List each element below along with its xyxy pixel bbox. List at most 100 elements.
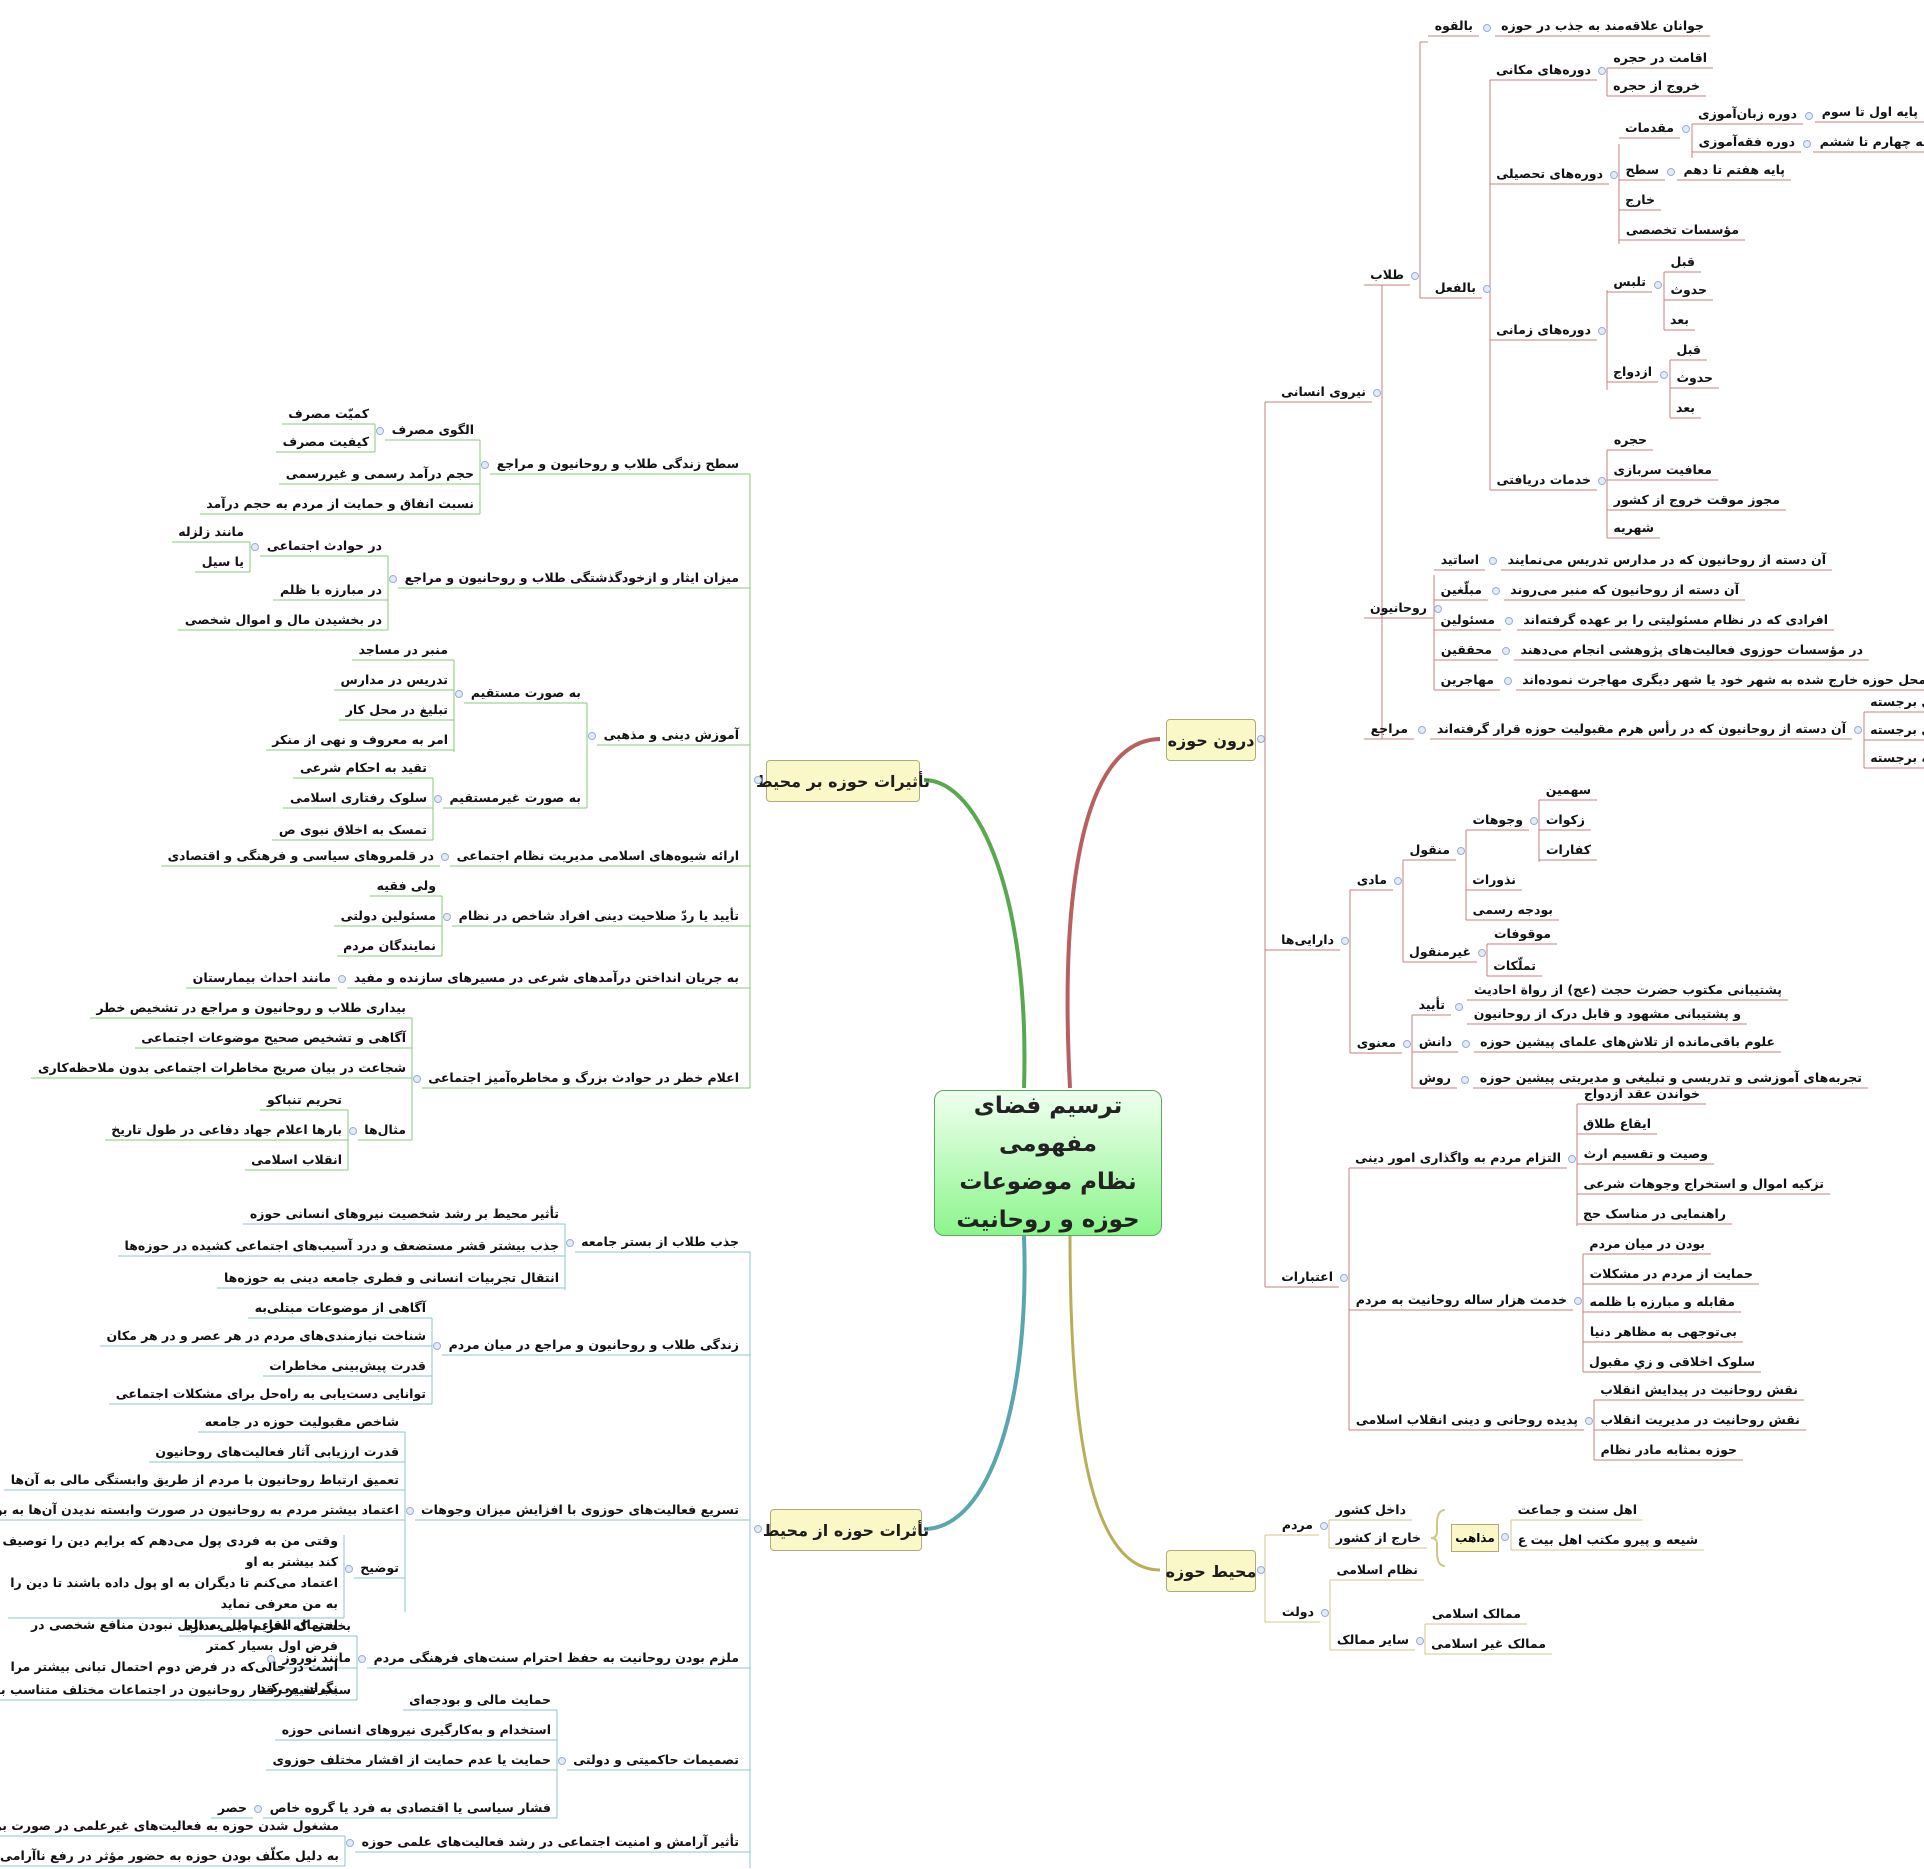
node-effect-from-shakhes[interactable]: شاخص مقبولیت حوزه در جامعه: [204, 1414, 399, 1429]
node-inner-manavi[interactable]: معنوی: [1356, 1035, 1396, 1050]
collapse-toggle-icon[interactable]: [455, 690, 463, 698]
node-inner-manpower[interactable]: نیروی انسانی: [1281, 384, 1366, 399]
collapse-toggle-icon[interactable]: [1462, 1040, 1470, 1048]
node-inner-qabl[interactable]: قبل: [1670, 254, 1695, 269]
collapse-toggle-icon[interactable]: [1257, 735, 1265, 743]
node-effect-on-mobareze[interactable]: در مبارزه با ظلم: [279, 582, 382, 597]
node-effect-from-agahi[interactable]: آگاهی از موضوعات مبتلی‌به: [254, 1300, 426, 1315]
collapse-toggle-icon[interactable]: [267, 1655, 275, 1663]
node-effect-on-amr[interactable]: امر به معروف و نهی از منکر: [272, 732, 448, 747]
collapse-toggle-icon[interactable]: [481, 461, 489, 469]
node-inner-naqsh1[interactable]: نقش روحانیت در پیدایش انقلاب: [1600, 1382, 1798, 1397]
node-inner-zakavat[interactable]: زکوات: [1545, 812, 1585, 827]
collapse-toggle-icon[interactable]: [1682, 125, 1690, 133]
collapse-toggle-icon[interactable]: [254, 1805, 262, 1813]
node-effect-from-tasmimat[interactable]: تصمیمات حاکمیتی و دولتی: [573, 1752, 739, 1767]
node-inner-muballighin-d[interactable]: آن دسته از روحانیون که منبر می‌روند: [1510, 582, 1739, 597]
collapse-toggle-icon[interactable]: [1411, 272, 1419, 280]
node-inner-tamallukat[interactable]: تملّکات: [1493, 958, 1536, 973]
node-inner-zaban[interactable]: دوره زبان‌آموزی: [1698, 106, 1797, 121]
node-env-ghair[interactable]: ممالک غیر اسلامی: [1431, 1636, 1546, 1651]
node-inner-taeed1[interactable]: پشتیبانی مکتوب حضرت حجت (عج) از رواة احا…: [1473, 982, 1782, 997]
collapse-toggle-icon[interactable]: [1478, 949, 1486, 957]
node-env-islami[interactable]: ممالک اسلامی: [1431, 1606, 1521, 1621]
node-inner-hujra-stay[interactable]: اقامت در حجره: [1613, 50, 1707, 65]
node-inner-padide[interactable]: پدیده روحانی و دینی انقلاب اسلامی: [1355, 1412, 1578, 1427]
node-inner-makani[interactable]: دوره‌های مکانی: [1496, 62, 1591, 77]
collapse-toggle-icon[interactable]: [1574, 1297, 1582, 1305]
node-inner-talabbos[interactable]: تلبس: [1613, 274, 1646, 289]
node-effect-on-elam[interactable]: اعلام خطر در حوادث بزرگ و مخاطره‌آمیز اج…: [428, 1070, 739, 1085]
node-env-mardom[interactable]: مردم: [1281, 1517, 1313, 1532]
node-inner-shahriye[interactable]: شهریه: [1613, 520, 1654, 535]
node-effect-on-tabligh[interactable]: تبلیغ در محل کار: [345, 702, 448, 717]
node-effect-from-zendegi[interactable]: زندگی طلاب و روحانیون و مراجع در میان مر…: [448, 1337, 739, 1352]
node-inner-ruhaniyun[interactable]: روحانیون: [1370, 600, 1427, 615]
collapse-toggle-icon[interactable]: [1598, 67, 1606, 75]
node-env-dowlat[interactable]: دولت: [1281, 1604, 1314, 1619]
node-inner-masulin[interactable]: مسئولین: [1440, 612, 1495, 627]
node-effect-on-bidari[interactable]: بیداری طلاب و روحانیون و مراجع در تشخیص …: [96, 1000, 406, 1015]
node-effect-on-seil[interactable]: یا سیل: [201, 554, 244, 569]
node-effect-from-nowruz[interactable]: مانند نوروز: [282, 1650, 352, 1665]
node-inner-khadamat[interactable]: خدمات دریافتی: [1496, 472, 1591, 487]
collapse-toggle-icon[interactable]: [1257, 1566, 1265, 1574]
collapse-toggle-icon[interactable]: [588, 732, 596, 740]
node-inner-asatid-d[interactable]: آن دسته از روحانیون که در مدارس تدریس می…: [1507, 552, 1826, 567]
node-inner-ravesh-d[interactable]: تجربه‌های آموزشی و تدریسی و تبلیغی و مدی…: [1479, 1070, 1862, 1085]
node-effect-on-jarayan[interactable]: به جریان انداختن درآمدهای شرعی در مسیرها…: [353, 970, 739, 985]
node-effect-on-taeed[interactable]: تأیید یا ردّ صلاحیت دینی افراد شاخص در ن…: [458, 908, 739, 923]
node-effect-on-keyfiyat[interactable]: کیفیت مصرف: [282, 434, 369, 449]
node-inner-naqsh2[interactable]: نقش روحانیت در مدیریت انقلاب: [1600, 1412, 1800, 1427]
node-effect-from-tamiq[interactable]: تعمیق ارتباط روحانیون با مردم از طریق وا…: [10, 1472, 399, 1487]
node-inner-maddi[interactable]: مادی: [1356, 872, 1387, 887]
collapse-toggle-icon[interactable]: [1660, 371, 1668, 379]
node-effect-on-havades[interactable]: در حوادث اجتماعی: [266, 538, 382, 553]
node-effect-on-vali[interactable]: ولی فقیه: [376, 878, 436, 893]
collapse-toggle-icon[interactable]: [1505, 617, 1513, 625]
node-effect-from-qodrat[interactable]: قدرت پیش‌بینی مخاطرات: [269, 1358, 426, 1373]
collapse-toggle-icon[interactable]: [1457, 847, 1465, 855]
branch-effects-on-environment[interactable]: تأثیرات حوزه بر محیط: [756, 760, 930, 802]
node-effect-from-tasir[interactable]: تأثیر محیط بر رشد شخصیت نیروهای انسانی ح…: [249, 1206, 559, 1221]
collapse-toggle-icon[interactable]: [1418, 726, 1426, 734]
node-inner-youth[interactable]: جوانان علاقه‌مند به جذب در حوزه: [1501, 18, 1704, 33]
node-inner-suluk[interactable]: سلوک اخلاقی و زیِ مقبول: [1589, 1354, 1755, 1369]
node-inner-kharij[interactable]: خارج: [1625, 192, 1655, 207]
collapse-toggle-icon[interactable]: [1340, 1274, 1348, 1282]
node-inner-paye710[interactable]: پایه هفتم تا دهم: [1683, 162, 1785, 177]
node-env-kharij[interactable]: خارج از کشور: [1335, 1530, 1421, 1545]
node-inner-khedmat[interactable]: خدمت هزار ساله روحانیت به مردم: [1355, 1292, 1567, 1307]
collapse-toggle-icon[interactable]: [1504, 677, 1512, 685]
node-inner-paye13[interactable]: پایه اول تا سوم: [1821, 104, 1918, 119]
node-inner-hujra-exit[interactable]: خروج از حجره: [1613, 78, 1700, 93]
collapse-toggle-icon[interactable]: [349, 1127, 357, 1135]
node-effect-from-adam[interactable]: حمایت یا عدم حمایت از اقشار مختلف حوزوی: [272, 1752, 551, 1767]
node-effect-from-sabab[interactable]: سبب تغییر رفتار روحانیون در اجتماعات مخت…: [0, 1682, 351, 1697]
collapse-toggle-icon[interactable]: [1530, 817, 1538, 825]
node-effect-on-mustaqim[interactable]: به صورت مستقیم: [470, 685, 581, 700]
node-env-sayer[interactable]: سایر ممالک: [1336, 1632, 1409, 1647]
branch-effects-from-environment[interactable]: تأثرات حوزه از محیط: [763, 1509, 929, 1551]
node-inner-iltizam[interactable]: التزام مردم به واگذاری امور دینی: [1355, 1150, 1561, 1165]
node-inner-muhaqqiqin-d[interactable]: در مؤسسات حوزوی فعالیت‌های پژوهشی انجام …: [1520, 642, 1863, 657]
branch-hawza-environment[interactable]: محیط حوزه: [1166, 1550, 1256, 1592]
node-inner-assets[interactable]: دارایی‌ها: [1281, 932, 1334, 947]
node-effect-from-hasr[interactable]: حصر: [217, 1800, 247, 1815]
node-inner-naqsh3[interactable]: حوزه بمثابه مادر نظام: [1600, 1442, 1737, 1457]
collapse-toggle-icon[interactable]: [389, 575, 397, 583]
collapse-toggle-icon[interactable]: [1803, 140, 1811, 148]
collapse-toggle-icon[interactable]: [1598, 477, 1606, 485]
node-effect-on-tadris[interactable]: تدریس در مدارس: [340, 672, 448, 687]
node-effect-from-arzyabi[interactable]: قدرت ارزیابی آثار فعالیت‌های روحانیون: [155, 1444, 399, 1459]
node-effect-on-hajm[interactable]: حجم درآمد رسمی و غیررسمی: [285, 466, 474, 481]
node-effect-on-olgu[interactable]: الگوی مصرف: [391, 422, 474, 437]
node-inner-muhajirin[interactable]: مهاجرین: [1440, 672, 1494, 687]
collapse-toggle-icon[interactable]: [1394, 877, 1402, 885]
node-inner-kaffarat[interactable]: کفارات: [1545, 842, 1591, 857]
node-inner-asatid[interactable]: اساتید: [1440, 552, 1479, 567]
collapse-toggle-icon[interactable]: [433, 1342, 441, 1350]
collapse-toggle-icon[interactable]: [443, 913, 451, 921]
collapse-toggle-icon[interactable]: [1455, 1003, 1463, 1011]
